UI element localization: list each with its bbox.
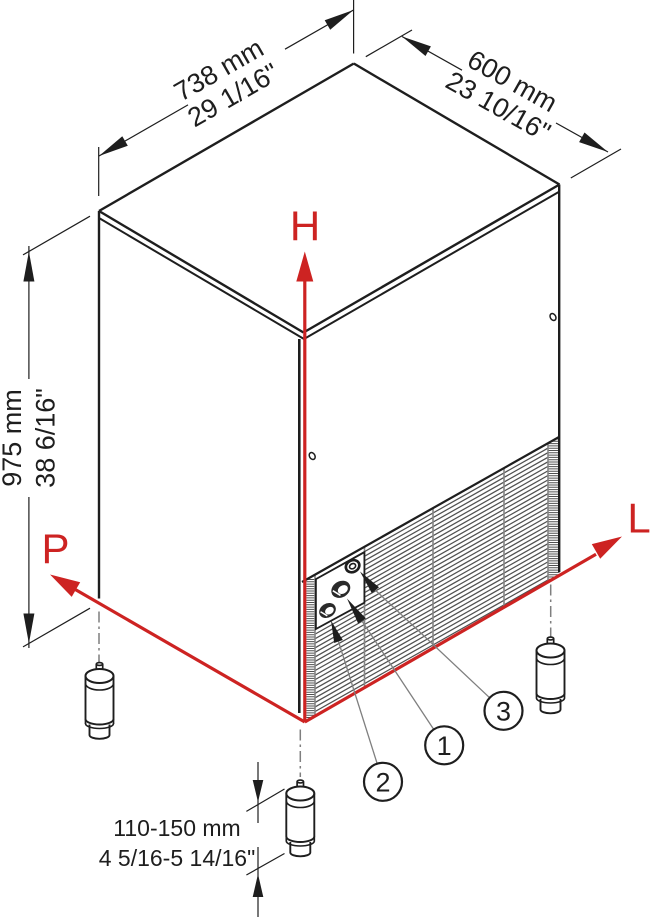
svg-text:H: H	[290, 203, 320, 250]
svg-text:1: 1	[437, 731, 452, 761]
svg-text:110-150 mm: 110-150 mm	[113, 815, 240, 841]
svg-text:2: 2	[375, 767, 390, 797]
svg-text:4 5/16-5 14/16": 4 5/16-5 14/16"	[99, 845, 256, 871]
svg-text:38 6/16": 38 6/16"	[30, 388, 60, 488]
svg-text:3: 3	[496, 696, 511, 726]
svg-text:L: L	[627, 495, 650, 542]
svg-text:975 mm: 975 mm	[0, 389, 27, 487]
svg-text:P: P	[41, 525, 69, 572]
